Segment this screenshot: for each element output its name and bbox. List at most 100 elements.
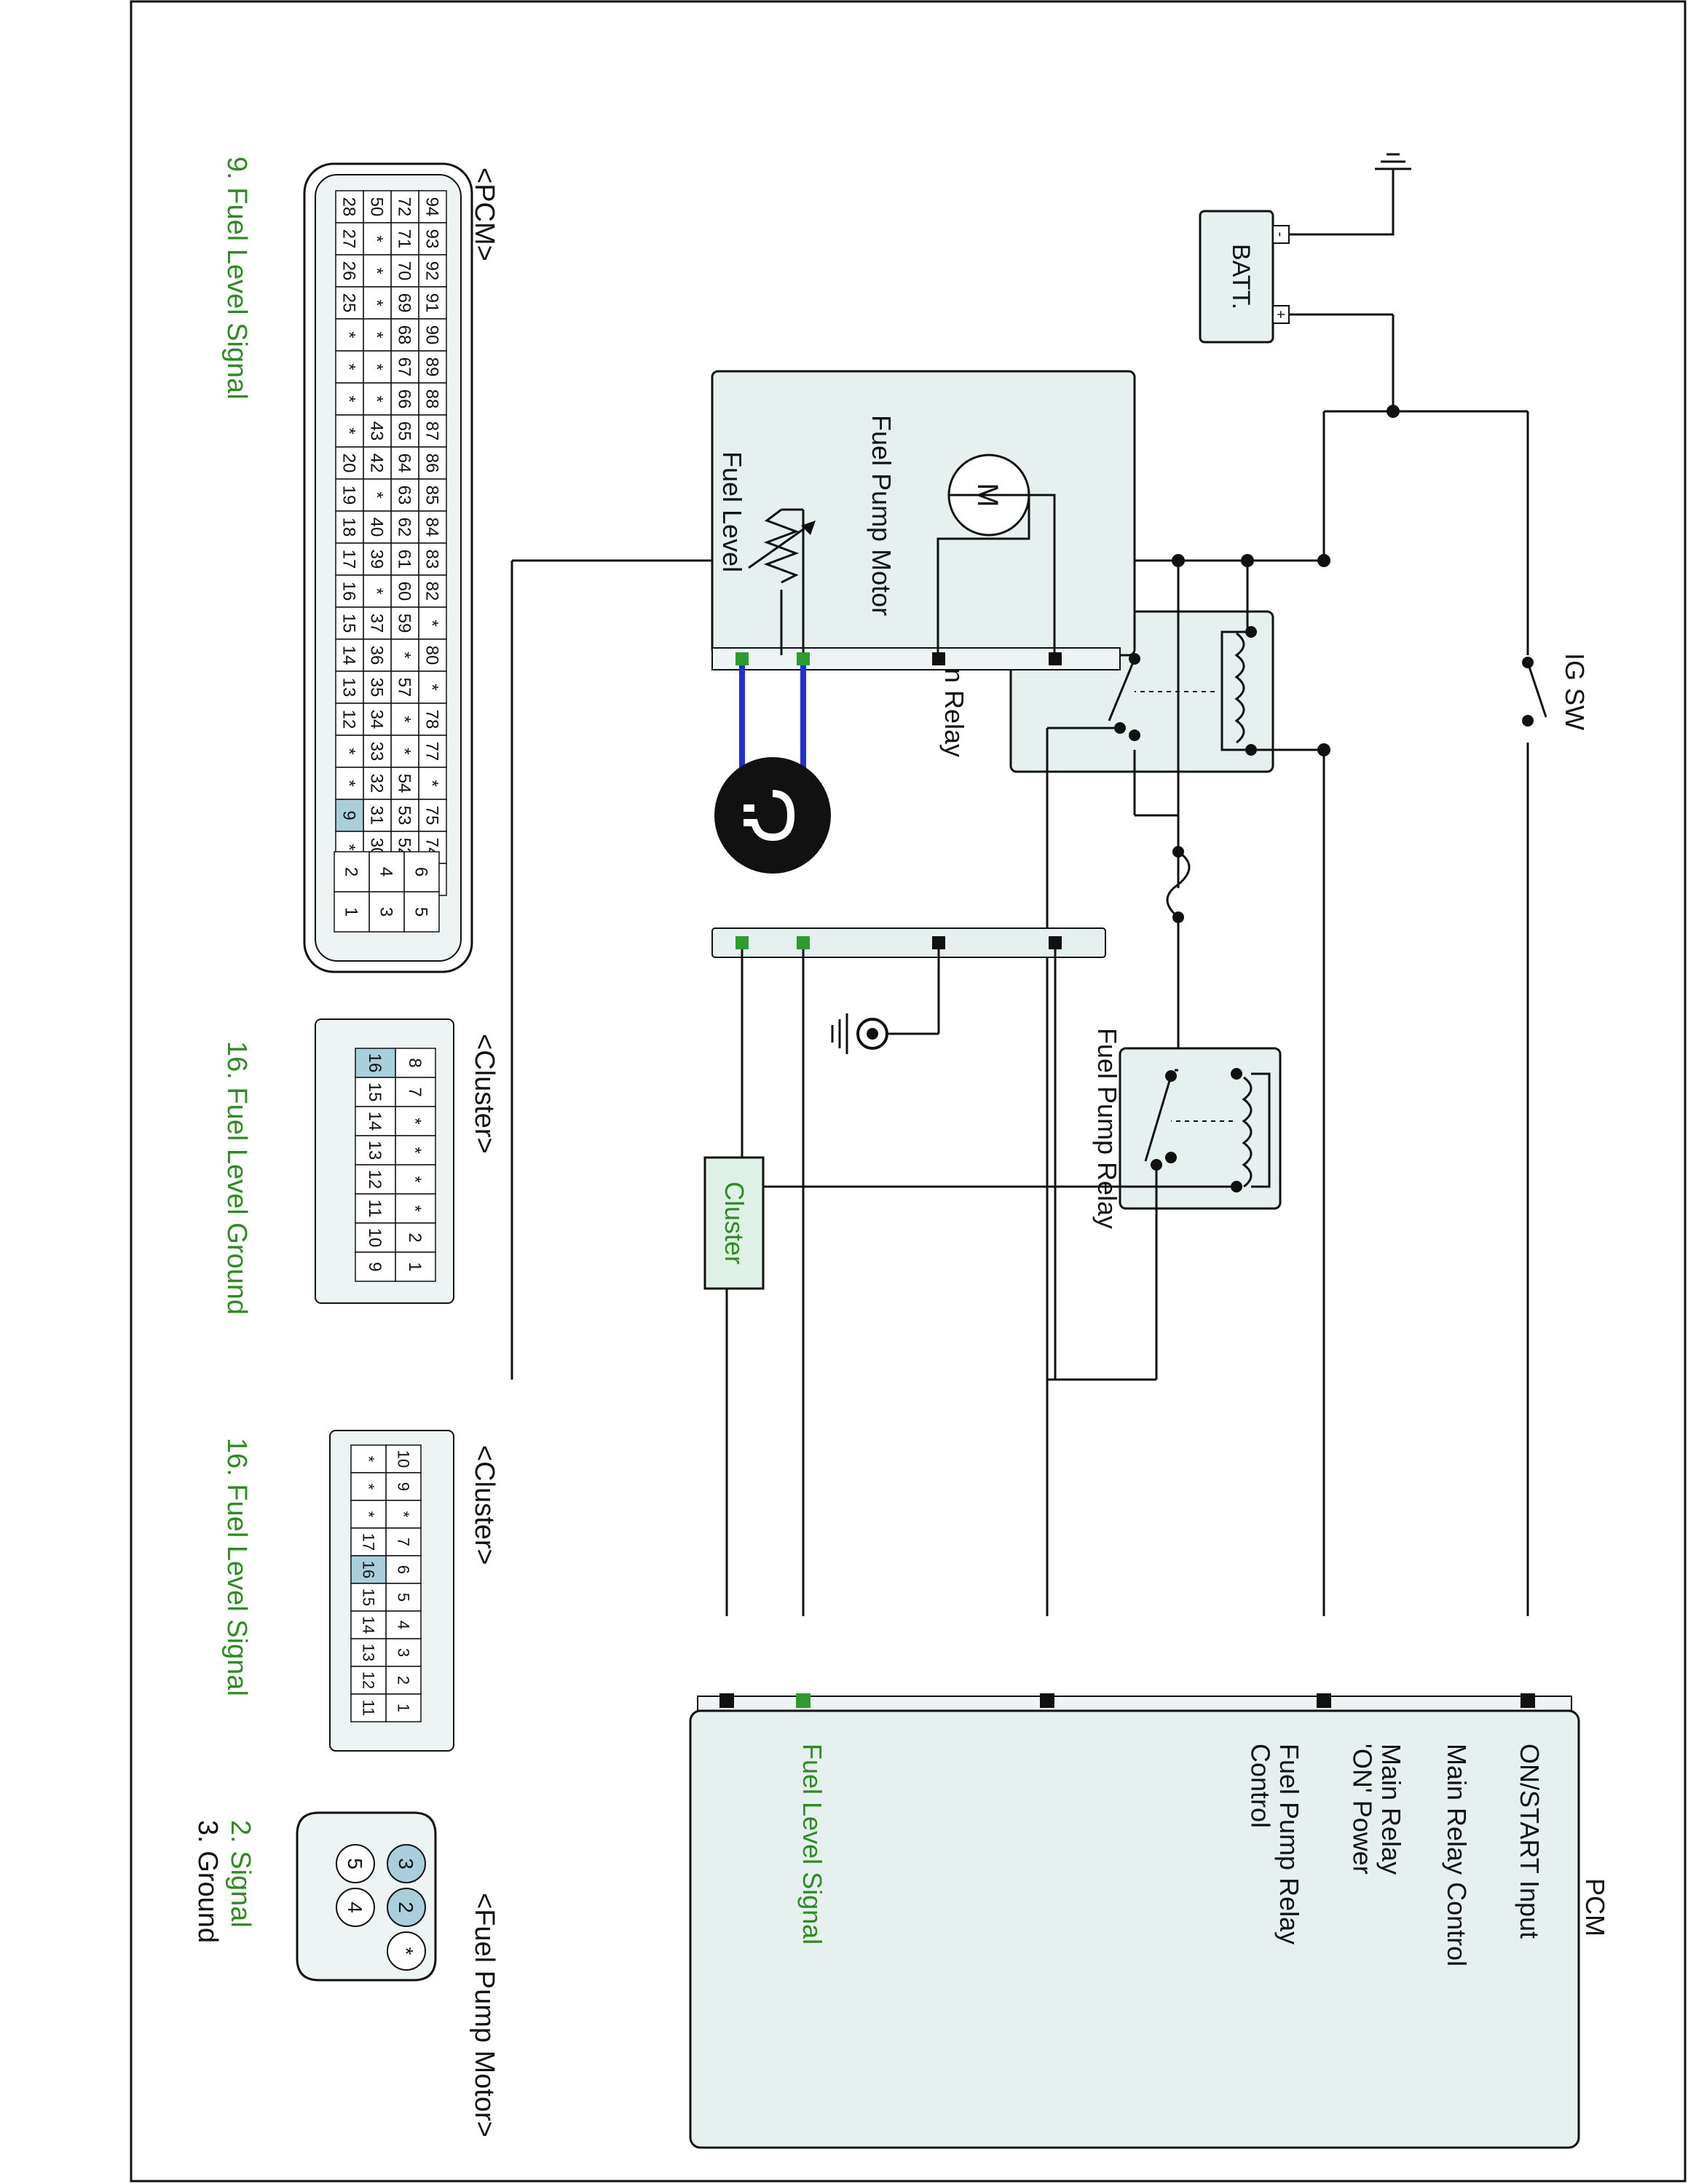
pcm-connector-pin-label: 89 <box>422 357 442 377</box>
cluster-b-pin-label: 9 <box>394 1482 412 1491</box>
cluster-b-pin-label: * <box>394 1511 412 1518</box>
pcm-small-pin-label: 1 <box>342 907 361 917</box>
cluster-a-pin-label: 7 <box>405 1087 425 1096</box>
cluster-a-pin-label: * <box>405 1205 425 1211</box>
pcm-connector-pin-label: 88 <box>422 389 442 409</box>
pcm-connector-pin-label: 91 <box>422 293 442 313</box>
pcm-connector-pin-label: 33 <box>367 742 387 761</box>
pcm-connector-pin-label: 17 <box>339 550 359 569</box>
pcm-connector-pin-label: 15 <box>339 614 359 633</box>
cluster-a-pin-label: 14 <box>365 1112 384 1131</box>
pcm-connector-pin-label: * <box>422 684 442 690</box>
pcm-connector-pin-label: * <box>422 780 442 786</box>
pcm-connector-pin-label: 57 <box>395 678 414 697</box>
pcm-box-label: PCM <box>1580 1878 1610 1936</box>
pcm-connector-pin-label: 26 <box>339 261 359 281</box>
fpm-pin <box>336 1888 375 1927</box>
pcm-connector-pin-label: 90 <box>422 325 442 345</box>
pcm-connector-pin-label: 61 <box>395 550 414 569</box>
pcm-connector-pin-label: 19 <box>339 486 359 505</box>
pcm-connector-pin-label: * <box>367 395 387 402</box>
fuel-pump-relay: Fuel Pump Relay <box>1092 1028 1282 1229</box>
cluster-a-pin-label: 11 <box>365 1200 384 1218</box>
pcm-connector-pin-label: 60 <box>395 582 414 601</box>
fpm-pin-label: 5 <box>344 1858 366 1870</box>
pcm-small-pin-label: 2 <box>342 867 361 877</box>
pcm-small-pin-label: 3 <box>376 907 396 917</box>
pcm-connector-header: <PCM> <box>469 167 500 261</box>
cluster-b-pin-label: 13 <box>359 1644 377 1661</box>
fpm-connector-pins: 32*54 <box>336 1844 426 1971</box>
pcm-connector-pin-label: * <box>367 299 387 306</box>
pcm-small-pin-label: 6 <box>411 867 431 877</box>
pcm-connector-pin-label: 66 <box>395 389 414 409</box>
cluster-b-pin-label: 2 <box>394 1676 412 1685</box>
battery-minus-label: - <box>1272 232 1288 237</box>
pcm-connector-pin-label: 68 <box>395 325 414 345</box>
pcm-connector-pin-label: * <box>395 748 414 754</box>
pcm-connector-pin-label: 94 <box>422 197 442 217</box>
pcm-connector-pin-label: 18 <box>339 518 359 537</box>
fpm-pin-label: 4 <box>344 1902 366 1913</box>
pcm-connector-pin-label: 69 <box>395 293 414 313</box>
pcm-connector-pin-label: 28 <box>339 197 359 217</box>
cluster-b-header: <Cluster> <box>469 1445 500 1565</box>
pcm-connector-pin-label: 43 <box>367 422 387 441</box>
pcm-connector-pin-label: 16 <box>339 582 359 601</box>
cluster-a-pin-label: * <box>405 1176 425 1182</box>
pcm-connector-pin-label: 67 <box>395 357 414 377</box>
pcm-pin-fuel-pump-relay-control: Fuel Pump RelayControl <box>1245 1744 1304 1944</box>
fpm-pin <box>387 1844 426 1883</box>
cluster-b-pin-label: 16 <box>359 1561 377 1578</box>
pcm-connector-pin-label: * <box>367 331 387 338</box>
fpm-pin <box>387 1888 426 1927</box>
pcm-connector-pin-label: 9 <box>339 810 359 820</box>
battery-plus-label: + <box>1272 310 1288 319</box>
pcm-small-cell <box>334 891 370 933</box>
pcm-small-pin-label: 5 <box>411 907 431 917</box>
cluster-b-pin-label: 12 <box>359 1671 377 1689</box>
pcm-connector-pin-label: 80 <box>422 646 442 665</box>
fuel-pump-motor: Fuel Pump Motor M Fuel Level <box>711 370 1136 670</box>
pcm-connector-pin-label: 77 <box>422 742 442 761</box>
fuel-pump-relay-label: Fuel Pump Relay <box>1092 1028 1122 1229</box>
pcm-connector-pin-label: * <box>367 363 387 370</box>
fpm-caption-signal: 2. Signal <box>225 1820 256 1928</box>
pcm-connector-pin-label: * <box>339 395 359 402</box>
pcm-connector-pin-label: 93 <box>422 229 442 249</box>
pcm-connector-pin-label: 50 <box>367 197 387 217</box>
pcm-connector-pin-label: * <box>339 748 359 754</box>
pcm-connector-pin-label: 59 <box>395 614 414 633</box>
pcm-connector-pin-label: 42 <box>367 454 387 473</box>
fpm-connector-header: <Fuel Pump Motor> <box>469 1893 500 2137</box>
pcm-connector-pin-label: 86 <box>422 454 442 473</box>
cluster-b-cell <box>350 1693 387 1722</box>
pcm-connector-pin-label: 25 <box>339 293 359 313</box>
cluster-a-pin-label: * <box>405 1147 425 1153</box>
pcm-connector-pin-label: * <box>395 716 414 722</box>
cluster-a-pin-label: 13 <box>365 1141 384 1160</box>
pcm-connector-pin-label: * <box>339 780 359 786</box>
pcm-connector-pin-label: 37 <box>367 614 387 633</box>
fpm-caption-ground: 3. Ground <box>192 1820 223 1943</box>
cluster-a-pin-label: 12 <box>365 1170 384 1190</box>
pcm-connector-pin-label: * <box>367 267 387 274</box>
pcm-pin-fuel-level-signal: Fuel Level Signal <box>797 1744 827 1944</box>
pcm-connector-pin-label: 36 <box>367 646 387 665</box>
pcm-connector-pin-label: 71 <box>395 229 414 249</box>
fuse-symbol <box>1166 850 1191 919</box>
fpm-pin <box>336 1844 375 1883</box>
cluster-b-caption: 16. Fuel Level Signal <box>221 1438 252 1696</box>
fpm-pin <box>387 1931 426 1971</box>
cluster-b-pin-label: 11 <box>359 1700 377 1717</box>
battery: BATT. - + <box>1199 210 1290 344</box>
cluster-a-pin-label: 1 <box>405 1262 425 1271</box>
fpm-pin-label: 3 <box>395 1858 417 1870</box>
pcm-connector-pin-label: 27 <box>339 229 359 249</box>
cluster-b-pin-label: * <box>359 1511 377 1518</box>
pcm-connector-pin-label: 20 <box>339 454 359 473</box>
pcm-connector-pin-label: 54 <box>395 774 414 794</box>
pcm-connector-pin-label: 83 <box>422 550 442 569</box>
